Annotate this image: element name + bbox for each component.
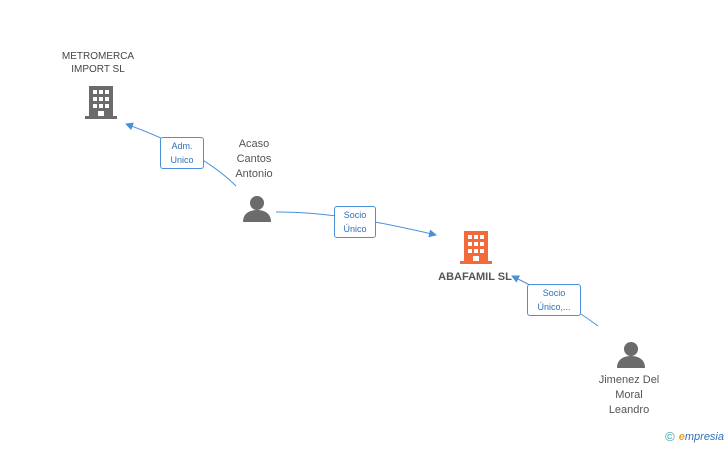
edge-label-socio-unico[interactable]: Socio Único (334, 206, 376, 238)
copyright-icon: © (665, 429, 675, 444)
metromerca-label[interactable]: METROMERCA IMPORT SL (61, 51, 135, 75)
footer-brand[interactable]: © empresia (665, 429, 724, 444)
acaso-label[interactable]: Acaso Cantos Antonio (235, 138, 273, 180)
building-icon[interactable] (460, 229, 492, 265)
person-icon[interactable] (242, 194, 272, 222)
edge-label-adm-unico[interactable]: Adm. Unico (160, 137, 204, 169)
jimenez-label[interactable]: Jimenez Del Moral Leandro (598, 374, 660, 416)
person-icon[interactable] (616, 340, 646, 368)
edge-label-socio-unico-multi[interactable]: Socio Único,... (527, 284, 581, 316)
abafamil-label[interactable]: ABAFAMIL SL (438, 271, 512, 283)
building-icon[interactable] (85, 84, 117, 120)
brand-logo: empresia (678, 430, 724, 443)
